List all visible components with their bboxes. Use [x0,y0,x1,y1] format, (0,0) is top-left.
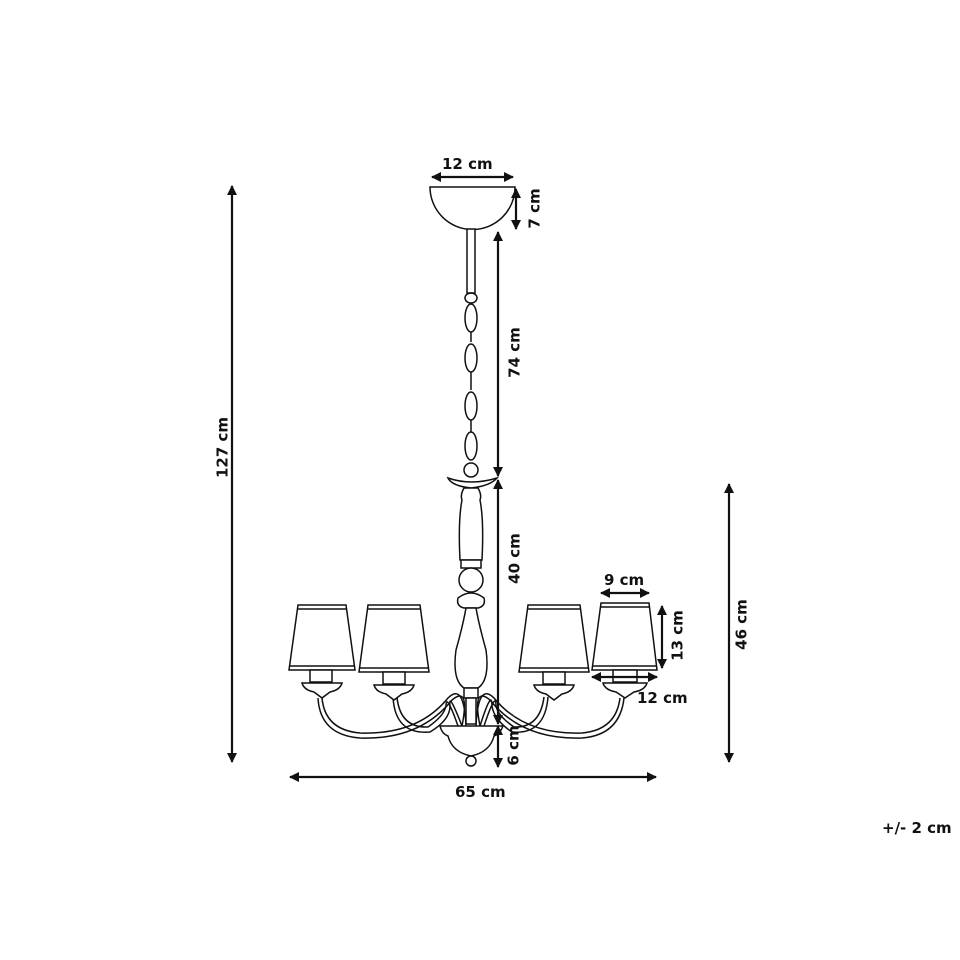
lamp-shade-3 [518,604,590,701]
total-width-label: 65 cm [455,783,506,801]
canopy-width-label: 12 cm [442,155,493,173]
lamp-shade-4 [591,602,658,699]
shade-bottom-label: 12 cm [637,689,688,707]
finial-height-label: 6 cm [504,725,523,766]
chain-length-label: 74 cm [505,327,524,378]
shade-height-label: 13 cm [668,610,687,661]
central-column [439,476,505,767]
tolerance-note: +/- 2 cm [882,819,952,837]
ceiling-canopy [429,186,516,231]
dimension-lines [227,172,734,782]
total-height-label: 127 cm [213,416,232,479]
suspension-chain [463,228,479,478]
body-height-label: 40 cm [505,533,524,584]
lamp-shade-2 [358,604,430,701]
shade-top-label: 9 cm [604,571,645,589]
fixture-height-label: 46 cm [732,599,751,650]
canopy-height-label: 7 cm [525,188,544,229]
lamp-shade-1 [288,604,356,699]
